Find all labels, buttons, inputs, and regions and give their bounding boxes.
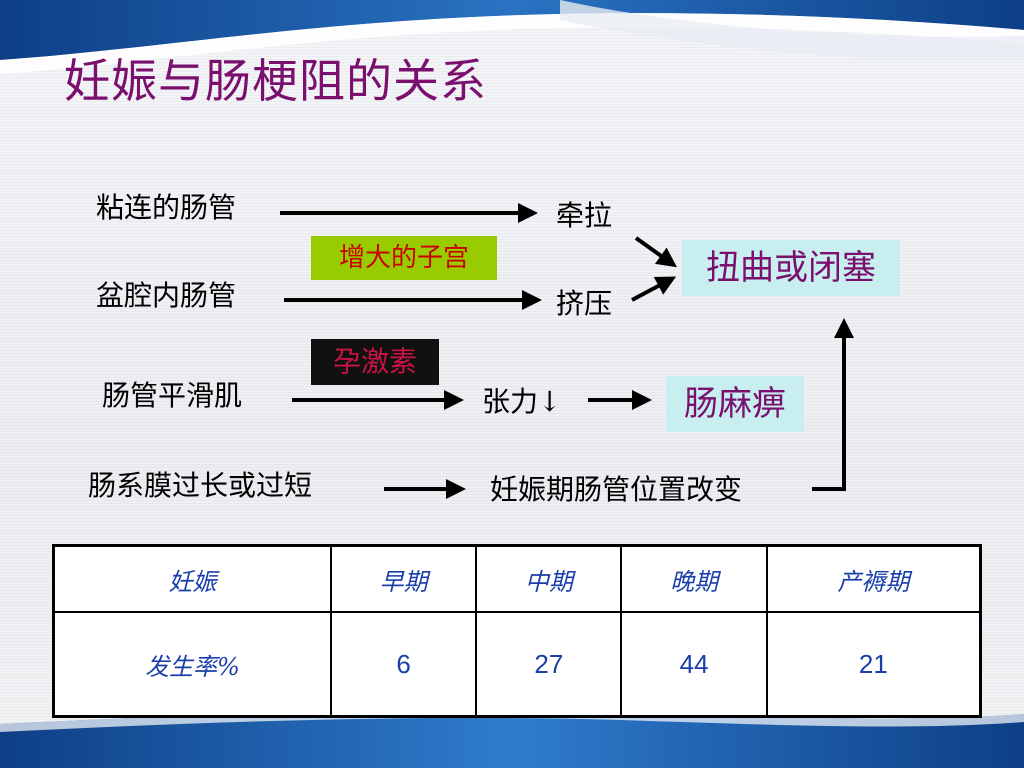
cause-pelvic: 盆腔内肠管	[96, 279, 237, 312]
table-header-cell: 中期	[475, 544, 623, 613]
arrow-traction-to-torsion	[634, 236, 678, 268]
outcome-paralysis-box: 肠麻痹	[666, 376, 804, 432]
table-value-cell: 44	[620, 611, 768, 718]
effect-tension: 张力↓	[482, 385, 562, 418]
factor-progesterone-box: 孕激素	[311, 339, 439, 385]
arrow-position-to-torsion	[812, 318, 854, 491]
table-value-cell: 21	[765, 611, 982, 718]
factor-uterus-box: 增大的子宫	[311, 236, 497, 280]
arrow-compression-to-torsion	[631, 276, 677, 302]
table-row: 发生率% 6 27 44 21	[52, 611, 982, 718]
table-value-cell: 6	[329, 611, 478, 718]
cause-smooth-muscle: 肠管平滑肌	[102, 379, 243, 412]
table-header-cell: 妊娠	[52, 544, 332, 613]
table-value-cell: 27	[475, 611, 623, 718]
slide-title: 妊娠与肠梗阻的关系	[64, 54, 487, 108]
effect-compression: 挤压	[556, 287, 613, 320]
cause-adhesion: 粘连的肠管	[96, 191, 237, 224]
table-row-label: 发生率%	[52, 611, 332, 718]
table-header-cell: 早期	[329, 544, 478, 613]
cause-mesentery: 肠系膜过长或过短	[88, 469, 313, 502]
table-header-cell: 产褥期	[765, 544, 982, 613]
outcome-torsion-box: 扭曲或闭塞	[682, 240, 900, 296]
effect-traction: 牵拉	[556, 199, 613, 232]
table-header-cell: 晚期	[620, 544, 768, 613]
top-decorative-band	[0, 0, 1024, 74]
incidence-table: 妊娠 早期 中期 晚期 产褥期 发生率% 6 27 44 21	[52, 544, 982, 718]
effect-position-change: 妊娠期肠管位置改变	[490, 473, 743, 506]
table-header-row: 妊娠 早期 中期 晚期 产褥期	[52, 544, 982, 613]
